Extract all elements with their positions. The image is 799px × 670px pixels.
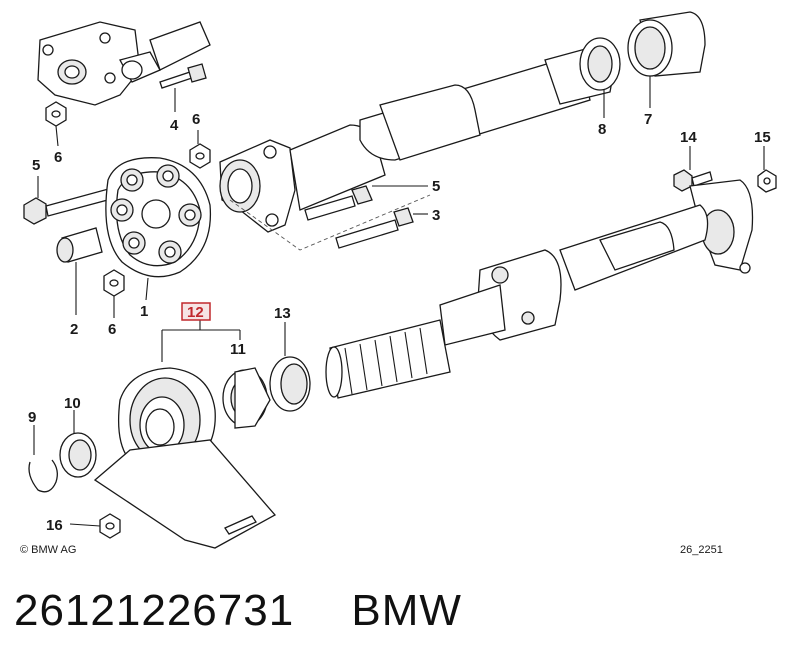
bolt-4-drawing — [159, 63, 207, 112]
callout-2[interactable]: 2 — [70, 321, 78, 338]
snap-ring-9-drawing — [28, 425, 58, 493]
bearing-11-drawing — [222, 367, 271, 429]
callout-11[interactable]: 11 — [230, 341, 246, 358]
callout-13[interactable]: 13 — [274, 305, 291, 322]
copyright-label: © BMW AG — [20, 544, 76, 556]
rear-shaft-drawing — [439, 179, 754, 346]
callout-14[interactable]: 14 — [680, 129, 697, 146]
bushing-2-drawing — [56, 227, 103, 315]
center-support-bearing-drawing — [93, 318, 277, 549]
callout-15[interactable]: 15 — [754, 129, 771, 146]
upper-tube-drawing — [359, 44, 615, 161]
callout-6-middle[interactable]: 6 — [192, 111, 200, 128]
callout-6-lower[interactable]: 6 — [108, 321, 116, 338]
bolt-3-drawing — [335, 207, 428, 249]
nut-6-middle-drawing — [189, 130, 211, 169]
ring-8-drawing — [579, 37, 621, 118]
drawing-code: 26_2251 — [680, 544, 723, 556]
callout-4[interactable]: 4 — [170, 117, 179, 134]
callout-10[interactable]: 10 — [64, 395, 81, 412]
callout-5-left[interactable]: 5 — [32, 157, 40, 174]
callout-3[interactable]: 3 — [432, 207, 440, 224]
nut-16-drawing — [69, 513, 121, 539]
bolt-5-right-drawing — [304, 185, 428, 221]
sleeve-7-drawing — [627, 11, 706, 108]
callout-1[interactable]: 1 — [140, 303, 148, 320]
callout-16[interactable]: 16 — [46, 517, 63, 534]
nut-15-drawing — [757, 146, 777, 193]
bolt-5-left-drawing — [23, 176, 116, 225]
callout-5-right[interactable]: 5 — [432, 178, 440, 195]
callout-8[interactable]: 8 — [598, 121, 606, 138]
mid-flange-drawing — [219, 124, 431, 251]
nut-6-upper-drawing — [45, 101, 67, 147]
part-number-caption: 26121226731 BMW — [14, 586, 462, 642]
splined-stub-drawing — [325, 319, 451, 399]
callout-6-upper[interactable]: 6 — [54, 149, 62, 166]
ring-13-drawing — [269, 322, 311, 412]
nut-6-lower-drawing — [103, 269, 125, 318]
seal-10-drawing — [59, 410, 97, 478]
exploded-parts-diagram: 1 2 3 4 5 5 6 6 6 7 8 9 10 11 12 13 14 1… — [20, 11, 777, 556]
callout-9[interactable]: 9 — [28, 409, 36, 426]
callout-12[interactable]: 12 — [187, 304, 204, 321]
bolt-14-drawing — [673, 146, 713, 192]
brand-name: BMW — [351, 586, 462, 635]
callout-7[interactable]: 7 — [644, 111, 652, 128]
callout-12-frame — [181, 302, 211, 321]
upper-flange-drawing — [37, 21, 211, 106]
flex-disc-1-drawing — [105, 157, 212, 301]
part-number: 26121226731 — [14, 586, 295, 635]
